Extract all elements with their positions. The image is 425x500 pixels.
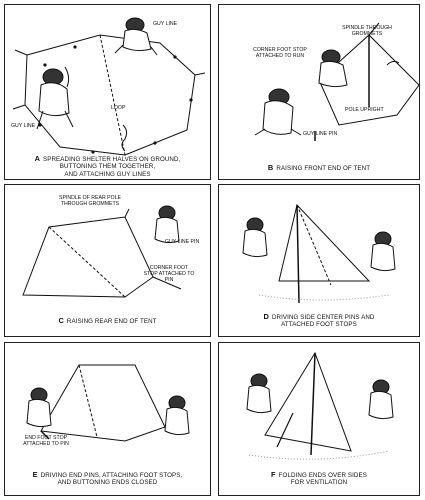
tent-side	[278, 203, 371, 282]
soldier-figure-left	[26, 387, 52, 428]
caption-d-line-1: DRIVING SIDE CENTER PINS AND	[271, 314, 375, 321]
panel-c-illustration	[22, 205, 182, 298]
panel-b: SPINDLE THROUGH GROMMETS CORNER FOOT STO…	[218, 4, 420, 180]
label-end-foot-stop: END FOOT STOP ATTACHED TO PIN	[23, 435, 69, 447]
caption-b-letter: B	[267, 163, 274, 172]
soldier-figure-standing	[318, 49, 348, 88]
soldier-figure-left	[36, 68, 74, 130]
panel-e-illustration	[26, 364, 190, 442]
partially-raised-tent	[318, 34, 420, 126]
fabric-fold	[386, 60, 400, 66]
panel-a-illustration	[12, 17, 206, 156]
label-corner-foot-stop: CORNER FOOT STOP ATTACHED TO PIN	[143, 265, 195, 283]
caption-c-letter: C	[58, 316, 64, 325]
guy-line-stubs	[12, 49, 206, 110]
caption-f-line-2: FOR VENTILATION	[290, 479, 348, 487]
label-guy-line-bottom: GUY LINE	[11, 123, 36, 129]
fold-mark	[64, 66, 70, 88]
front-pole	[310, 352, 316, 456]
end-pin	[276, 412, 294, 448]
button-seam	[99, 34, 126, 156]
spindle-tip	[368, 22, 380, 36]
end-seam	[78, 364, 98, 438]
soldier-figure-left	[246, 373, 272, 414]
label-guy-line-pin: GUY LINE PIN	[165, 239, 200, 245]
caption-d-letter: D	[263, 312, 269, 321]
front-pole	[296, 204, 300, 304]
soldier-figure-right	[164, 395, 190, 436]
panel-d-illustration	[242, 203, 396, 304]
soldier-figure-top	[114, 17, 158, 56]
spread-shelter-halves	[24, 34, 196, 156]
label-loop: LOOP	[111, 105, 126, 111]
tent-end-folded	[264, 351, 352, 452]
label-guy-line-top: GUY LINE	[153, 21, 178, 27]
ground-texture	[248, 450, 390, 460]
soldier-figure-left	[242, 217, 268, 258]
soldier-figure-kneeling	[254, 88, 302, 136]
caption-e-letter: E	[32, 470, 38, 479]
soldier-figure-right	[368, 379, 394, 420]
label-spindle-of-rear-pole: SPINDLE OF REAR POLE THROUGH GROMMETS	[59, 195, 121, 207]
guy-line-coil	[121, 124, 128, 152]
rear-spindle	[124, 208, 130, 218]
panel-c: SPINDLE OF REAR POLE THROUGH GROMMETS GU…	[4, 184, 211, 337]
label-corner-foot-stop: CORNER FOOT STOP ATTACHED TO RUN	[253, 47, 307, 59]
panel-f-illustration	[246, 351, 394, 460]
label-pole-upright: POLE UPRIGHT	[345, 107, 384, 113]
caption-f-line-1: FOLDING ENDS OVER SIDES	[278, 472, 367, 479]
tent-body	[40, 364, 166, 442]
label-guy-line-pin: GUY LINE PIN	[303, 131, 338, 137]
ground-texture	[258, 294, 390, 301]
tent-body	[22, 216, 154, 298]
soldier-figure-right	[370, 231, 396, 272]
rear-guy-line	[152, 276, 182, 290]
label-spindle-through-grommets: SPINDLE THROUGH GROMMETS	[342, 25, 392, 37]
caption-e-line-1: DRIVING END PINS, ATTACHING FOOT STOPS,	[40, 472, 183, 479]
caption-c-line-1: RAISING REAR END OF TENT	[66, 318, 157, 325]
panel-b-illustration	[254, 22, 420, 141]
end-pin	[40, 430, 50, 440]
caption-a-line-2: BUTTONING THEM TOGETHER,	[59, 163, 156, 171]
soldier-figure-kneeling	[154, 205, 180, 244]
caption-a-line-1: SPREADING SHELTER HALVES ON GROUND,	[43, 156, 181, 163]
caption-e-line-2: AND BUTTONING ENDS CLOSED	[57, 479, 158, 487]
caption-d-line-2: ATTACHED FOOT STOPS	[281, 321, 357, 329]
caption-b-line-1: RAISING FRONT END OF TENT	[276, 165, 371, 172]
caption-a-letter: A	[34, 154, 41, 163]
ridge-seam	[48, 226, 126, 298]
caption-f-letter: F	[271, 470, 276, 479]
caption-a-line-3: AND ATTACHING GUY LINES	[64, 170, 151, 178]
side-seam	[296, 204, 332, 286]
